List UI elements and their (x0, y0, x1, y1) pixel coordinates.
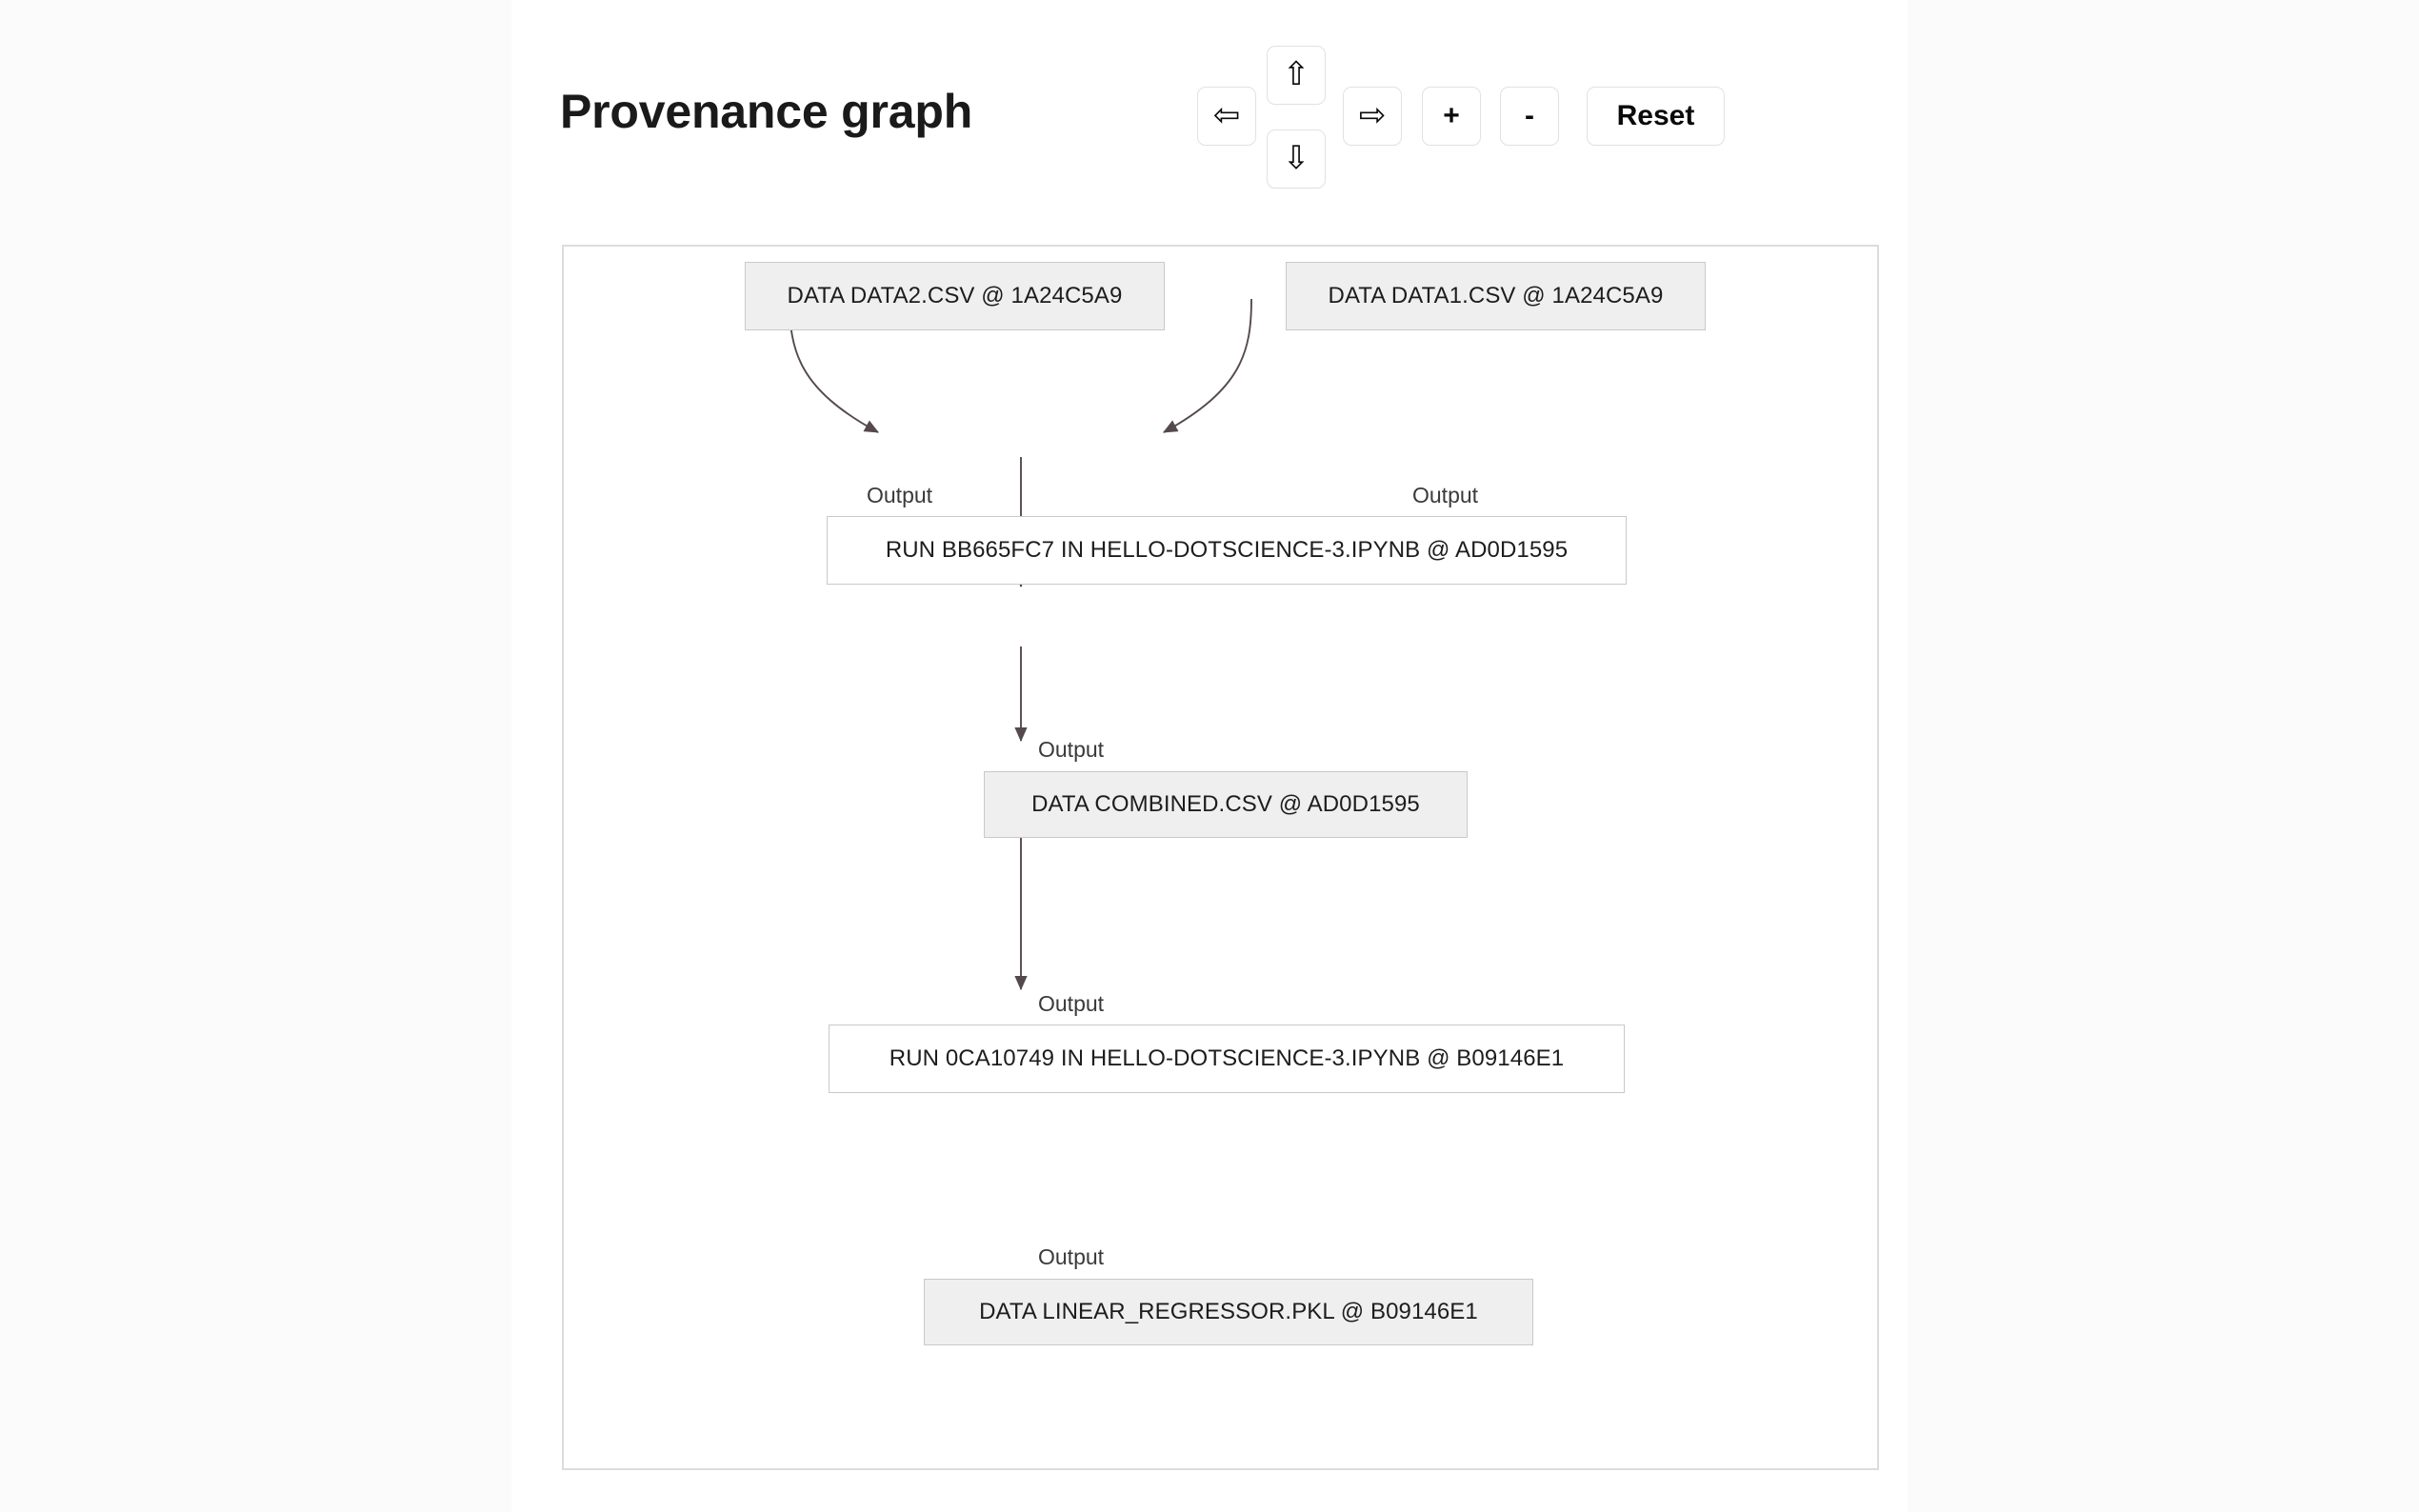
edge-label-combined-run2: Output (1038, 991, 1105, 1016)
node-label: DATA COMBINED.CSV @ AD0D1595 (1031, 791, 1420, 817)
zoom-out-button[interactable]: - (1500, 87, 1559, 146)
edge-label-run1-combined: Output (1038, 737, 1105, 762)
page-header: Provenance graph ⇦ ⇧ ⇩ ⇨ + - Reset (511, 0, 1908, 238)
arrow-right-icon: ⇨ (1358, 96, 1387, 134)
edge-data1-to-run1 (1163, 298, 1252, 433)
node-data-combined[interactable]: DATA COMBINED.CSV @ AD0D1595 (984, 771, 1468, 838)
edge-label-data2-run1: Output (867, 483, 933, 507)
reset-label: Reset (1616, 100, 1695, 131)
edge-label-data1-run1: Output (1412, 483, 1479, 507)
zoom-in-label: + (1443, 100, 1460, 131)
node-label: DATA DATA1.CSV @ 1A24C5A9 (1328, 283, 1664, 308)
node-data-linear-regressor[interactable]: DATA LINEAR_REGRESSOR.PKL @ B09146E1 (924, 1279, 1533, 1345)
zoom-out-label: - (1525, 100, 1534, 131)
pan-up-button[interactable]: ⇧ (1267, 46, 1326, 105)
node-label: RUN BB665FC7 IN HELLO-DOTSCIENCE-3.IPYNB… (885, 537, 1569, 563)
pan-left-button[interactable]: ⇦ (1197, 87, 1256, 146)
node-run-0ca10749[interactable]: RUN 0CA10749 IN HELLO-DOTSCIENCE-3.IPYNB… (829, 1025, 1625, 1093)
zoom-in-button[interactable]: + (1422, 87, 1481, 146)
provenance-graph-canvas[interactable]: DATA DATA2.CSV @ 1A24C5A9 DATA DATA1.CSV… (562, 245, 1879, 1470)
node-label: DATA DATA2.CSV @ 1A24C5A9 (787, 283, 1123, 308)
edge-label-run2-regressor: Output (1038, 1244, 1105, 1269)
reset-button[interactable]: Reset (1587, 87, 1725, 146)
graph-controls-toolbar: ⇦ ⇧ ⇩ ⇨ + - Reset (1197, 42, 1883, 194)
node-label: DATA LINEAR_REGRESSOR.PKL @ B09146E1 (979, 1299, 1478, 1324)
node-run-bb665fc7[interactable]: RUN BB665FC7 IN HELLO-DOTSCIENCE-3.IPYNB… (827, 516, 1627, 585)
pan-down-button[interactable]: ⇩ (1267, 129, 1326, 189)
arrow-down-icon: ⇩ (1282, 139, 1310, 177)
page-title: Provenance graph (560, 85, 973, 138)
arrow-left-icon: ⇦ (1212, 96, 1241, 134)
arrow-up-icon: ⇧ (1282, 55, 1310, 93)
pan-right-button[interactable]: ⇨ (1343, 87, 1402, 146)
node-label: RUN 0CA10749 IN HELLO-DOTSCIENCE-3.IPYNB… (889, 1045, 1565, 1071)
node-data-data1[interactable]: DATA DATA1.CSV @ 1A24C5A9 (1286, 262, 1706, 330)
node-data-data2[interactable]: DATA DATA2.CSV @ 1A24C5A9 (745, 262, 1165, 330)
